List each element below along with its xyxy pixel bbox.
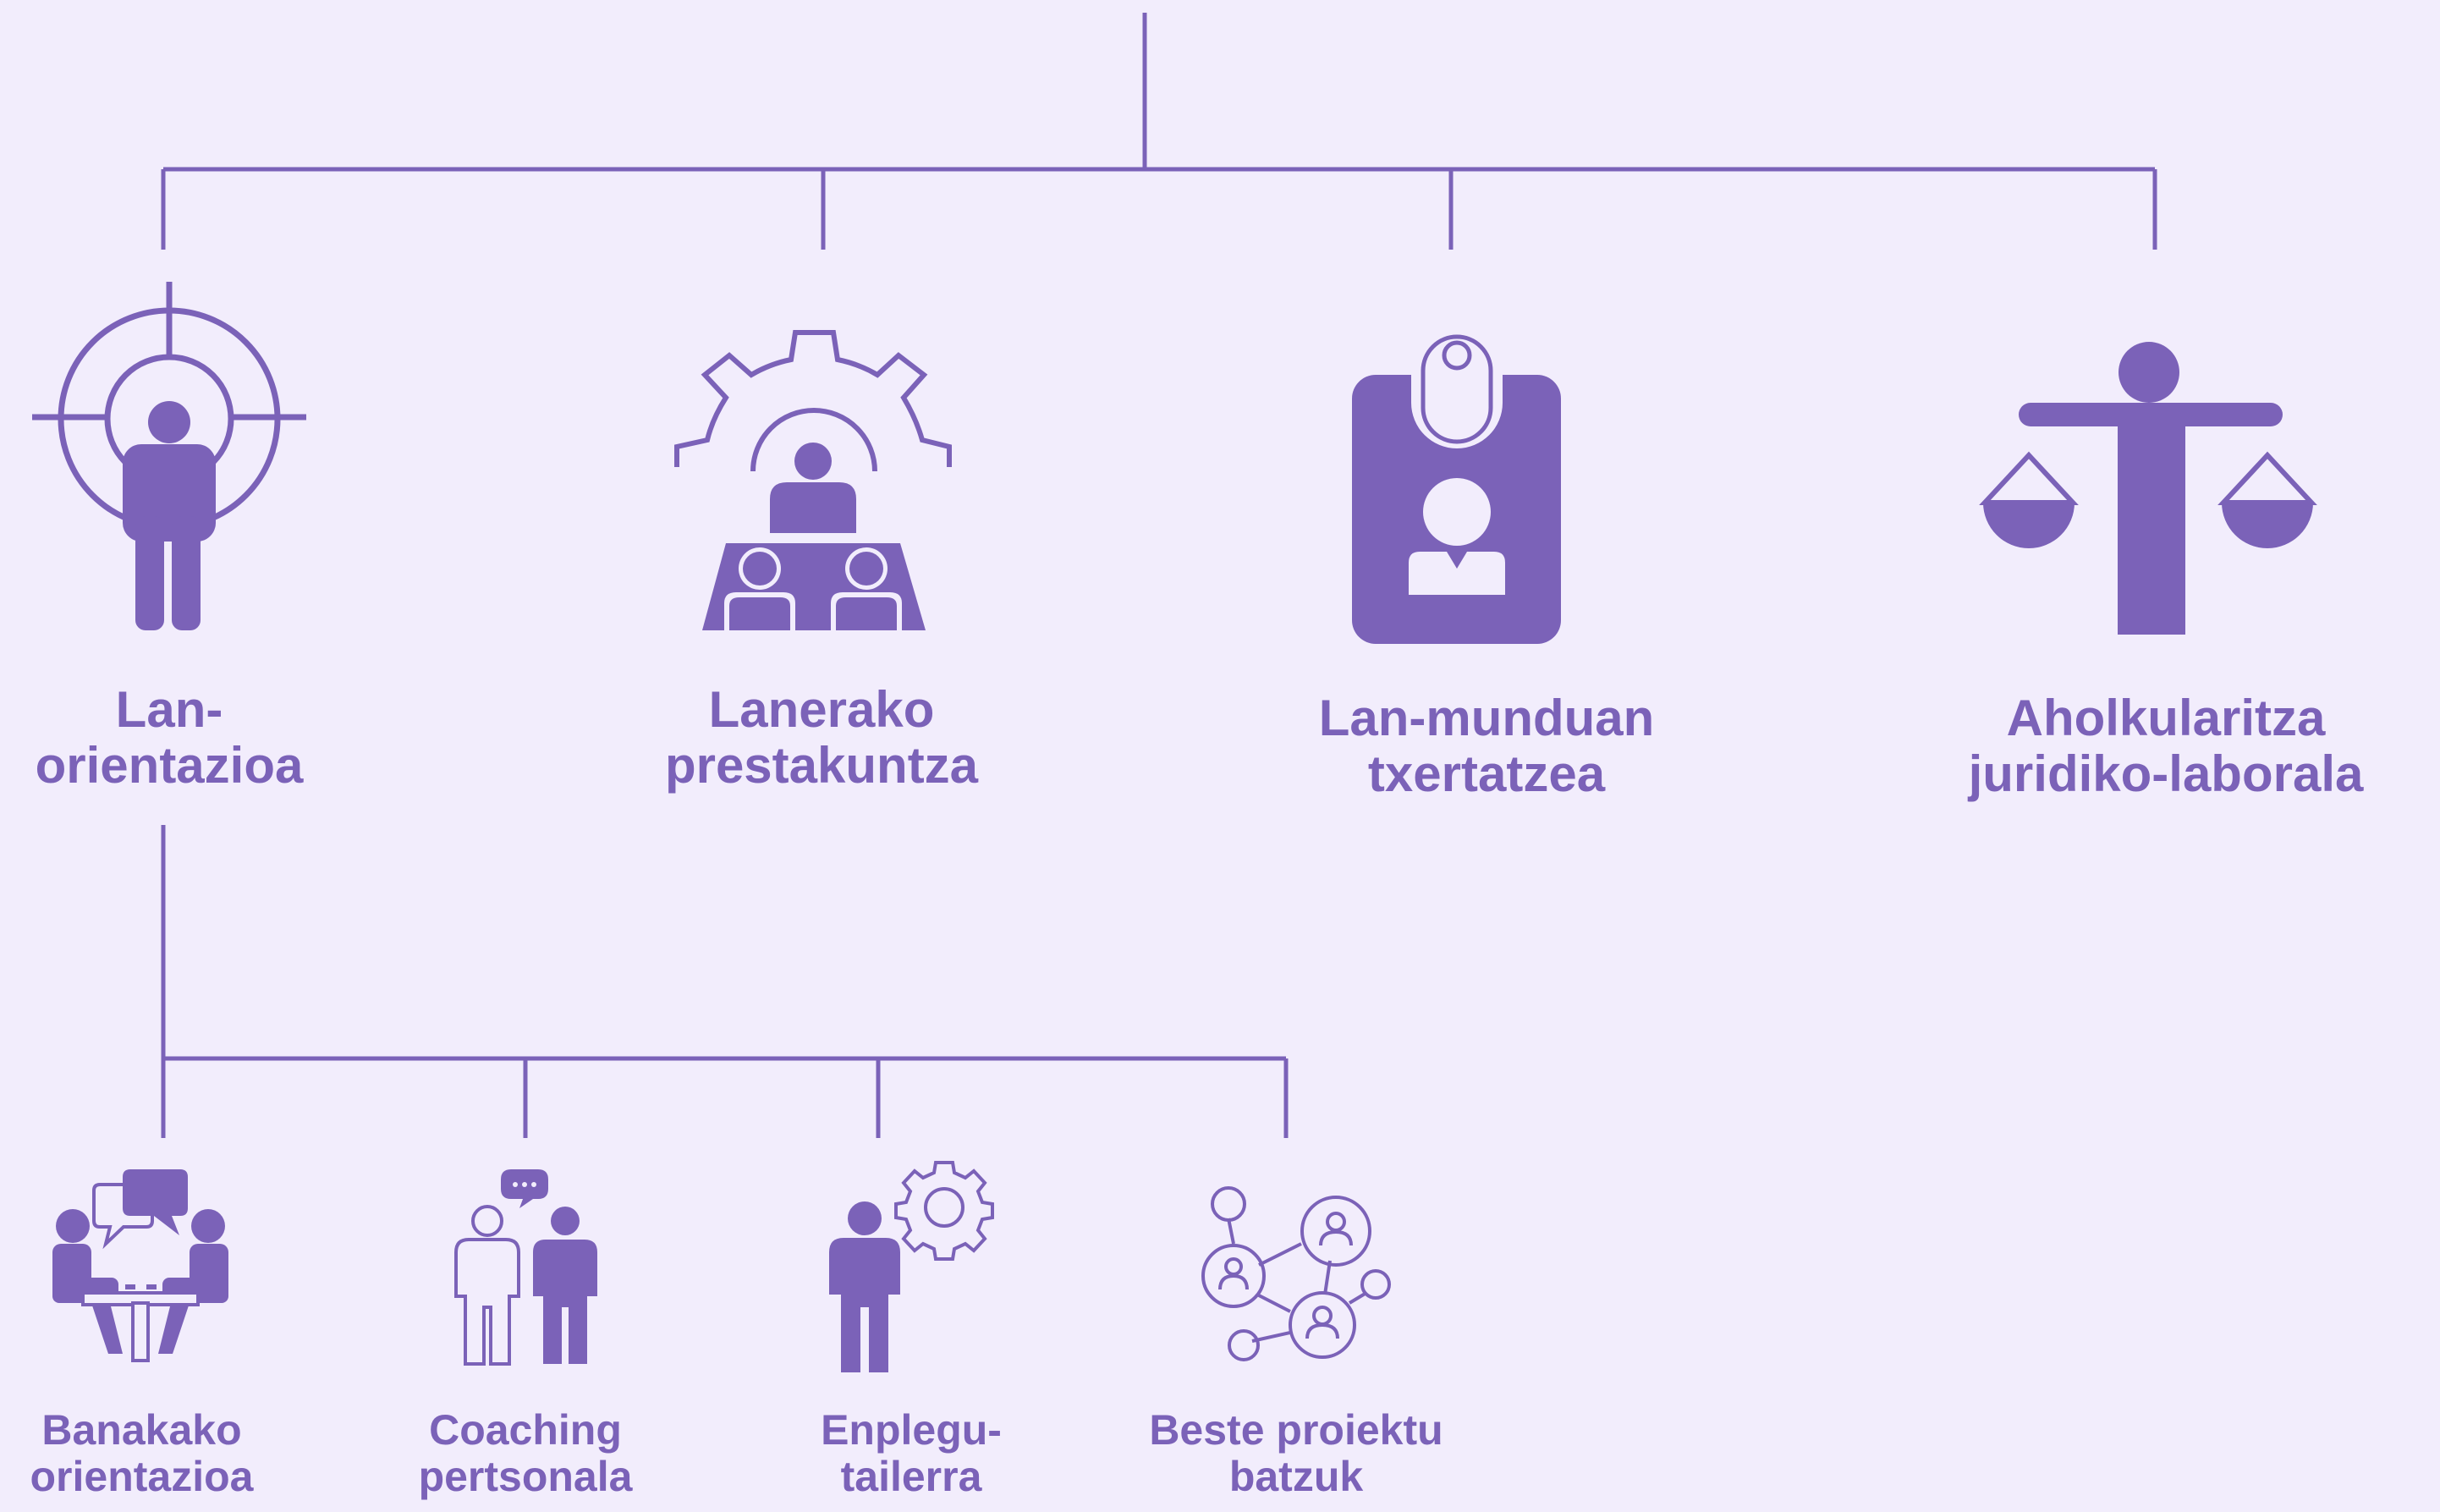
category-label-aholkularitza: Aholkularitza juridiko-laborala [1937, 690, 2394, 802]
subcategory-label-beste-proiektu-batzuk: Beste proiektu batzuk [1110, 1407, 1482, 1500]
subcategory-label-coaching-pertsonala: Coaching pertsonala [390, 1407, 661, 1500]
subcategory-label-line: Coaching [429, 1406, 622, 1454]
category-label-lanerako-prestakuntza: Lanerako prestakuntza [644, 682, 999, 794]
subcategory-label-line: batzuk [1228, 1453, 1364, 1500]
coaching-people-icon [454, 1169, 597, 1366]
id-badge-icon [1352, 326, 1561, 644]
category-label-lan-orientazioa: Lan- orientazioa [0, 682, 338, 794]
category-label-line: Lan- [115, 681, 223, 738]
category-label-line: orientazioa [35, 737, 304, 794]
category-label-line: txertatzea [1367, 745, 1606, 802]
subcategory-label-line: Banakako [41, 1406, 242, 1454]
category-label-line: Lan-munduan [1318, 690, 1655, 746]
subcategory-label-enplegu-tailerra: Enplegu- tailerra [776, 1407, 1047, 1500]
subcategory-label-line: Beste proiektu [1149, 1406, 1443, 1454]
category-label-line: prestakuntza [664, 737, 979, 794]
subcategory-label-line: pertsonala [418, 1453, 633, 1500]
category-label-line: juridiko-laborala [1968, 745, 2364, 802]
category-label-line: Lanerako [708, 681, 935, 738]
connector-lines [161, 13, 2157, 1138]
subcategory-label-line: tailerra [840, 1453, 982, 1500]
category-label-lan-munduan-txertatzea: Lan-munduan txertatzea [1292, 690, 1681, 802]
category-label-line: Aholkularitza [2006, 690, 2326, 746]
subcategory-label-line: Enplegu- [821, 1406, 1002, 1454]
training-gear-icon [674, 330, 952, 630]
meeting-chat-icon [52, 1169, 228, 1362]
network-people-icon [1201, 1186, 1391, 1361]
scales-justice-icon [1979, 342, 2317, 635]
person-gear-icon [829, 1161, 994, 1372]
subcategory-label-line: orientazioa [30, 1453, 254, 1500]
target-person-icon [32, 282, 306, 630]
subcategory-label-banakako-orientazioa: Banakako orientazioa [0, 1407, 283, 1500]
